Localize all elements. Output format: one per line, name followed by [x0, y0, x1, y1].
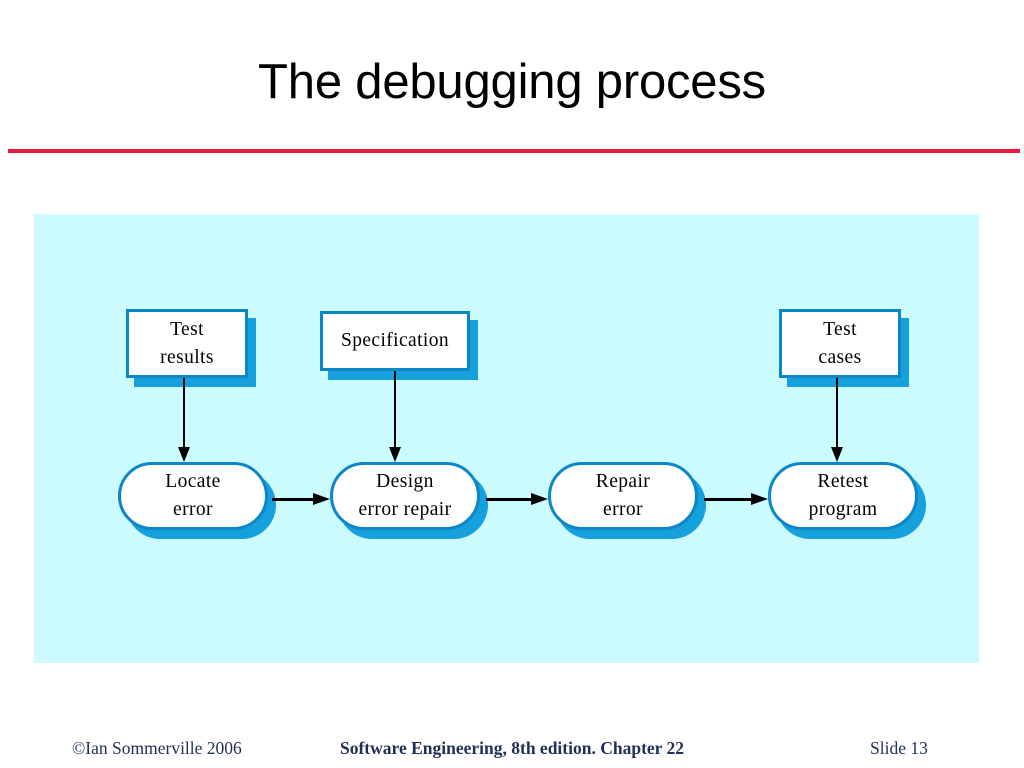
- arrowhead-right-icon: [531, 493, 548, 505]
- node-label: Test results: [160, 316, 214, 371]
- debugging-process-diagram: Test results Specification Test cases: [34, 214, 979, 663]
- arrow-stem: [272, 498, 315, 501]
- node-label: Retest program: [809, 468, 878, 523]
- footer-slide-number: Slide 13: [870, 738, 928, 758]
- node-face: Repair error: [548, 462, 698, 530]
- node-label-line2: results: [160, 346, 214, 368]
- node-label: Test cases: [818, 316, 861, 371]
- arrow-stem: [394, 371, 397, 449]
- node-test-results[interactable]: Test results: [126, 309, 256, 387]
- node-label: Locate error: [165, 468, 220, 523]
- arrow-stem: [836, 378, 839, 449]
- node-label-line1: Repair: [595, 471, 651, 493]
- node-face: Test cases: [779, 309, 901, 378]
- footer-copyright: ©Ian Sommerville 2006: [72, 738, 242, 758]
- node-repair-error[interactable]: Repair error: [548, 462, 706, 539]
- arrow-locate-error-to-design-error-repair: [272, 493, 330, 506]
- node-test-cases[interactable]: Test cases: [779, 309, 909, 387]
- arrow-stem: [183, 378, 186, 449]
- arrowhead-right-icon: [751, 493, 768, 505]
- node-label-line1: Specification: [340, 330, 450, 352]
- node-label-line2: error: [603, 499, 643, 520]
- node-label-line2: error: [173, 499, 213, 520]
- node-label-line2: error repair: [358, 499, 452, 520]
- node-design-error-repair[interactable]: Design error repair: [330, 462, 488, 539]
- node-label-line1: Test: [823, 318, 857, 340]
- arrowhead-down-icon: [389, 447, 401, 462]
- arrow-stem: [486, 498, 533, 501]
- footer-book-reference: Software Engineering, 8th edition. Chapt…: [339, 738, 684, 758]
- node-label-line2: program: [808, 499, 878, 520]
- arrowhead-down-icon: [831, 447, 843, 462]
- node-face: Locate error: [118, 462, 268, 530]
- node-label-line1: Locate: [165, 471, 221, 493]
- node-label: Specification: [341, 327, 449, 355]
- node-label: Repair error: [596, 468, 650, 523]
- node-label-line2: cases: [818, 346, 862, 368]
- arrowhead-down-icon: [178, 447, 190, 462]
- node-label-line1: Design: [376, 471, 434, 493]
- arrow-test-cases-to-retest-program: [831, 378, 844, 462]
- arrow-specification-to-design-error-repair: [389, 371, 402, 462]
- title-divider-rule: [8, 149, 1020, 153]
- arrow-design-error-repair-to-repair-error: [486, 493, 548, 506]
- node-label-line1: Retest: [817, 471, 869, 493]
- arrow-stem: [704, 498, 753, 501]
- node-face: Retest program: [768, 462, 918, 530]
- node-locate-error[interactable]: Locate error: [118, 462, 276, 539]
- node-specification[interactable]: Specification: [320, 311, 478, 380]
- node-label-line1: Test: [170, 318, 204, 340]
- node-label: Design error repair: [358, 468, 451, 523]
- node-face: Test results: [126, 309, 248, 378]
- arrow-repair-error-to-retest-program: [704, 493, 768, 506]
- node-face: Design error repair: [330, 462, 480, 530]
- node-face: Specification: [320, 311, 470, 371]
- page-title: The debugging process: [258, 55, 766, 109]
- arrowhead-right-icon: [313, 493, 330, 505]
- node-retest-program[interactable]: Retest program: [768, 462, 926, 539]
- arrow-test-results-to-locate-error: [178, 378, 191, 462]
